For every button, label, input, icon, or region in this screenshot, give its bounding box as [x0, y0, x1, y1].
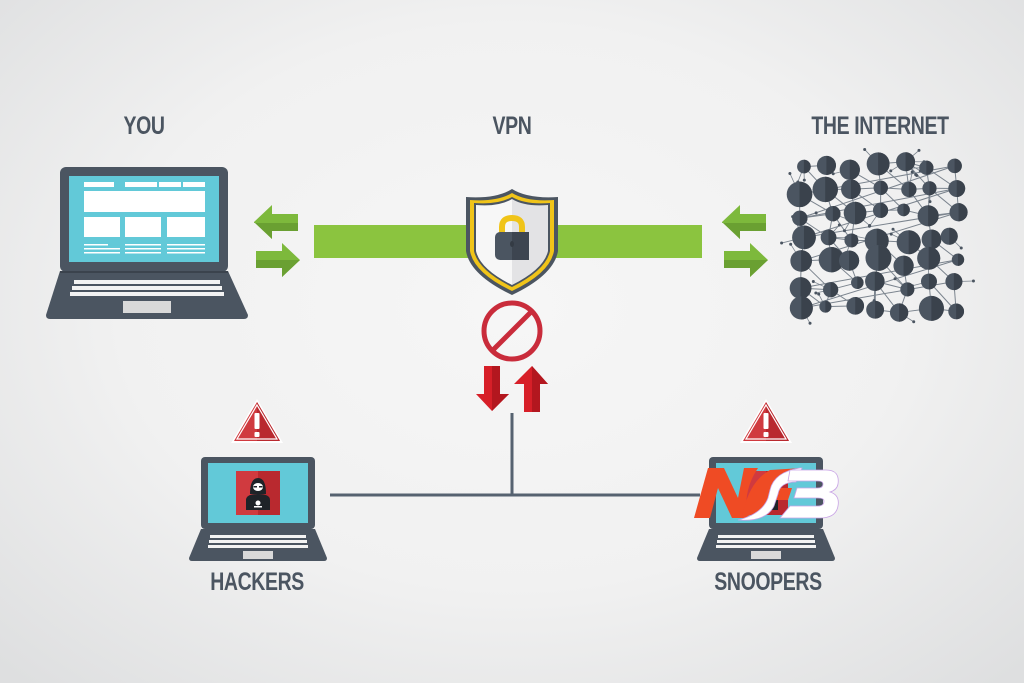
network-node — [947, 158, 962, 174]
network-node — [873, 180, 888, 196]
network-node — [790, 250, 812, 272]
arrows-left-icon — [254, 205, 300, 277]
network-node-small — [910, 170, 914, 174]
network-nodes-icon — [780, 147, 975, 325]
network-node — [786, 181, 813, 208]
network-node-small — [788, 171, 792, 175]
network-node — [917, 205, 939, 227]
arrows-right-icon — [722, 205, 768, 277]
network-node — [792, 210, 808, 226]
network-node — [820, 229, 837, 246]
network-node — [822, 282, 839, 298]
network-node — [825, 206, 841, 222]
network-node — [896, 230, 921, 255]
network-node — [945, 273, 963, 291]
network-node — [797, 159, 811, 174]
network-node — [889, 303, 909, 322]
network-node — [839, 159, 860, 180]
network-node — [949, 203, 968, 222]
network-node — [838, 250, 860, 271]
network-node-small — [889, 232, 893, 236]
network-node — [792, 225, 816, 250]
network-node-small — [808, 321, 812, 325]
label-internet: THE INTERNET — [811, 112, 949, 140]
network-node — [948, 303, 965, 320]
network-node — [922, 181, 937, 196]
network-node-small — [811, 280, 815, 284]
network-node — [918, 295, 944, 321]
up-down-arrows-icon — [476, 366, 548, 412]
network-node — [940, 227, 958, 245]
hacker-laptop-icon — [189, 457, 327, 561]
network-node-small — [863, 147, 867, 151]
network-node — [789, 296, 813, 320]
network-node — [900, 282, 915, 297]
label-hackers: HACKERS — [210, 568, 304, 596]
network-node — [865, 271, 885, 291]
network-node-small — [914, 173, 918, 177]
warning-triangle-icon — [740, 399, 792, 443]
network-node-small — [893, 277, 897, 281]
network-node-small — [814, 291, 818, 295]
network-node-small — [889, 169, 893, 173]
network-node — [872, 202, 889, 218]
network-node-small — [789, 242, 793, 246]
network-node-small — [959, 246, 963, 250]
network-node-small — [842, 229, 846, 233]
network-node-small — [831, 172, 835, 176]
network-node-small — [868, 224, 872, 228]
shield-lock-icon — [466, 189, 558, 295]
label-vpn: VPN — [492, 112, 532, 140]
network-node — [865, 244, 892, 271]
network-node — [812, 176, 838, 203]
network-node-small — [891, 227, 895, 231]
network-node — [841, 179, 861, 200]
network-node-small — [814, 211, 818, 215]
network-node-small — [780, 241, 784, 245]
network-node — [897, 203, 910, 217]
network-node — [917, 246, 941, 270]
network-node — [919, 160, 934, 175]
warning-triangle-icon — [231, 399, 283, 443]
hacker-icon — [246, 478, 270, 510]
network-node — [843, 201, 867, 225]
network-node-small — [817, 292, 821, 296]
network-node — [951, 253, 965, 266]
network-node — [920, 273, 937, 290]
network-node — [893, 255, 914, 276]
network-node — [866, 152, 890, 176]
label-you: YOU — [123, 112, 165, 140]
network-node — [901, 181, 917, 198]
network-node — [816, 155, 836, 175]
network-node-small — [928, 200, 932, 204]
network-node-small — [837, 223, 841, 227]
network-node-small — [971, 279, 975, 283]
network-node — [789, 277, 812, 299]
network-node-small — [802, 178, 806, 182]
network-node — [896, 152, 916, 172]
network-node — [921, 229, 942, 250]
prohibited-icon — [481, 300, 543, 362]
network-node — [846, 297, 865, 315]
network-node — [819, 300, 832, 313]
laptop-icon — [46, 167, 248, 319]
network-node — [948, 180, 966, 197]
watermark-logo — [694, 467, 839, 521]
network-node — [844, 233, 859, 248]
label-snoopers: SNOOPERS — [714, 568, 822, 596]
network-node — [851, 276, 864, 289]
network-node — [866, 300, 884, 319]
network-node-small — [912, 320, 916, 324]
network-node-small — [917, 148, 921, 152]
